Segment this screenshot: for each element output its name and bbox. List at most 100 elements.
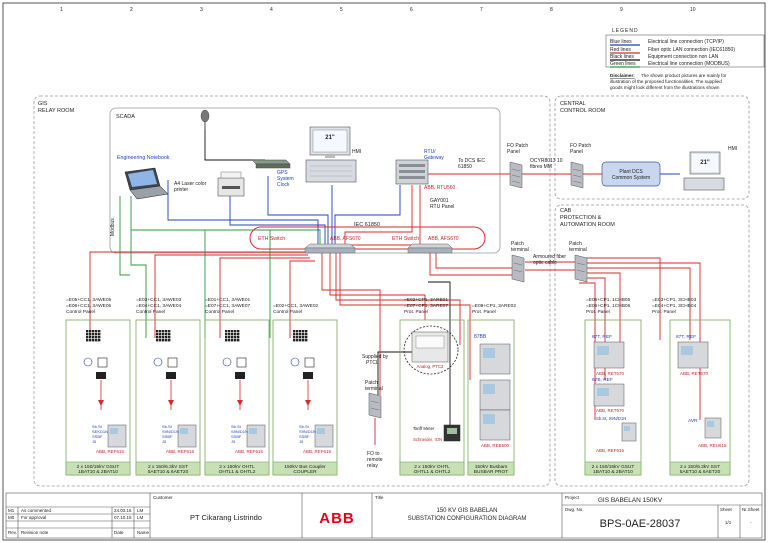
monitor-text: 21" [700,160,710,166]
panel-footer: 1BAT10 & 2BAT10 [78,469,118,475]
control-panel[interactable] [272,319,338,476]
notebook-icon[interactable] [124,167,169,200]
device-label: J5 [92,439,97,444]
mimic-symbol-icon [222,357,247,410]
patch-terminal-label: Patch [569,241,582,247]
device-label: S9N/D1N [299,429,316,434]
cables [89,120,701,430]
fo-patch-panel-icon[interactable] [509,161,523,189]
cable-fiber [219,257,310,338]
central-hmi-icon[interactable] [683,151,725,191]
panel-footer: 1BAT10 & 2BAT10 [593,469,633,475]
cable-fiber [585,257,661,340]
printer-label: printer [174,187,189,193]
panel-footer: 5AET10 & 6AET20 [680,469,721,475]
relay-icon[interactable] [593,383,625,407]
relay-icon[interactable] [479,343,511,441]
panel-footer: 2 x 150/15kV GSUT [592,464,635,470]
prot-panel-ohtl[interactable] [399,319,465,476]
eth-switch-1[interactable] [304,243,356,254]
legend-row-desc: Fiber optic LAN connection (IEC61850) [648,47,735,53]
device-label: J5 [162,439,167,444]
relay-function: 67B, REF [592,377,613,383]
patch-terminal-label: Patch [511,241,524,247]
relay-brand: ABB, REF615 [303,449,332,454]
panel-header: =E07+CC1, 3AWE07 [205,303,250,309]
gis-relay-room-frame [33,95,551,487]
sheet-value: 1/1 [725,520,732,525]
printer-icon[interactable] [217,171,245,197]
relay-icon[interactable] [593,341,625,369]
device-label: S9N/D1N [162,429,179,434]
cable-nonlan [204,120,265,161]
svg-text:ABB: ABB [319,510,355,527]
relay-brand: ABB, REF615 [166,449,195,454]
tariff-brand: Schneider, ION [413,437,442,442]
panel-header: Control Panel [273,309,302,315]
area-label: CONTROL ROOM [560,108,606,114]
cable-nonlan [428,281,451,430]
cab-prot-panel-sst[interactable] [669,319,731,476]
rev-text: For approval [21,515,46,520]
rtu-brand: ABB, RTU560 [424,185,456,191]
relay-icon[interactable] [704,417,722,439]
printer-label: A4 Laser color [174,181,207,187]
relay-function: Sb.St, S9N/D1N [596,416,626,421]
fo-patch-label: FO Patch [507,143,528,149]
panel-header: =E09+CP1, 3ARE02 [472,303,516,309]
supplied-label: Supplied by [362,354,389,360]
area-label: GIS [38,101,48,107]
diagram-title: SUBSTATION CONFIGURATION DIAGRAM [408,516,527,522]
customer-name: PT Cikarang Listrindo [190,513,262,522]
ptcl-boundary [403,325,459,375]
device-label: SSBF [299,434,310,439]
cable-fiber [89,251,305,338]
device-label: Sb.St [299,424,310,429]
cable-fiber [579,282,596,420]
cable-modbus [131,229,321,245]
patch-terminal-icon[interactable] [368,392,382,419]
area-label: AUTOMATION ROOM [560,222,615,228]
panel-header: =E05+CP1, 1CHB05 [586,297,631,303]
panel-footer: 2 x 150/6.3kV SST [680,464,720,470]
modbus-label: Modbus [110,218,116,236]
control-panel[interactable] [65,319,131,476]
patch-terminal-icon[interactable] [574,254,588,283]
control-panel[interactable] [135,319,201,476]
control-panel[interactable] [204,319,270,476]
prot-panel-busbar[interactable] [467,319,515,476]
cable-fiber [321,253,381,395]
nr-sheet-value: - [750,520,752,525]
area-label: PROTECTION & [560,215,602,221]
gps-label: System [277,176,294,182]
legend-row-name: Black lines [610,54,634,60]
analog-meter-icon[interactable] [411,331,449,363]
device-label: J5 [231,439,236,444]
eth-switch-2[interactable] [407,243,453,254]
device-label: S9N/D1N [231,429,248,434]
svg-text:9: 9 [620,7,623,13]
relay-icon[interactable] [677,341,709,369]
gps-clock-icon[interactable] [251,159,291,169]
patch-terminal-icon[interactable] [511,254,525,283]
rtu-gateway-icon[interactable] [395,159,429,185]
cable-fiber [583,272,621,345]
rev-date: 07.10.15 [114,515,132,520]
relay-brand: ABB, REB500 [481,443,510,448]
fo-patch-panel-icon[interactable] [570,161,584,189]
rev-header: Revision note [21,530,49,535]
panel-footer: 2 x 150kV OHTL [414,464,450,470]
dcs-label: Plant DCS [619,169,643,175]
relay-icon[interactable] [621,422,637,442]
hmi-workstation-icon[interactable] [305,126,357,183]
relay-brand: ABB, REU615 [698,443,727,448]
fiber-label: OCYR8013 10 [530,158,563,164]
tariff-meter-icon[interactable] [443,424,461,442]
cable-fiber [435,253,512,269]
dcs-label: Common System [612,175,650,181]
cab-prot-panel-gsut[interactable] [584,319,642,476]
svg-text:3: 3 [200,7,203,13]
fo-patch-label: FO Patch [570,143,591,149]
device-label: SSBF [92,434,103,439]
